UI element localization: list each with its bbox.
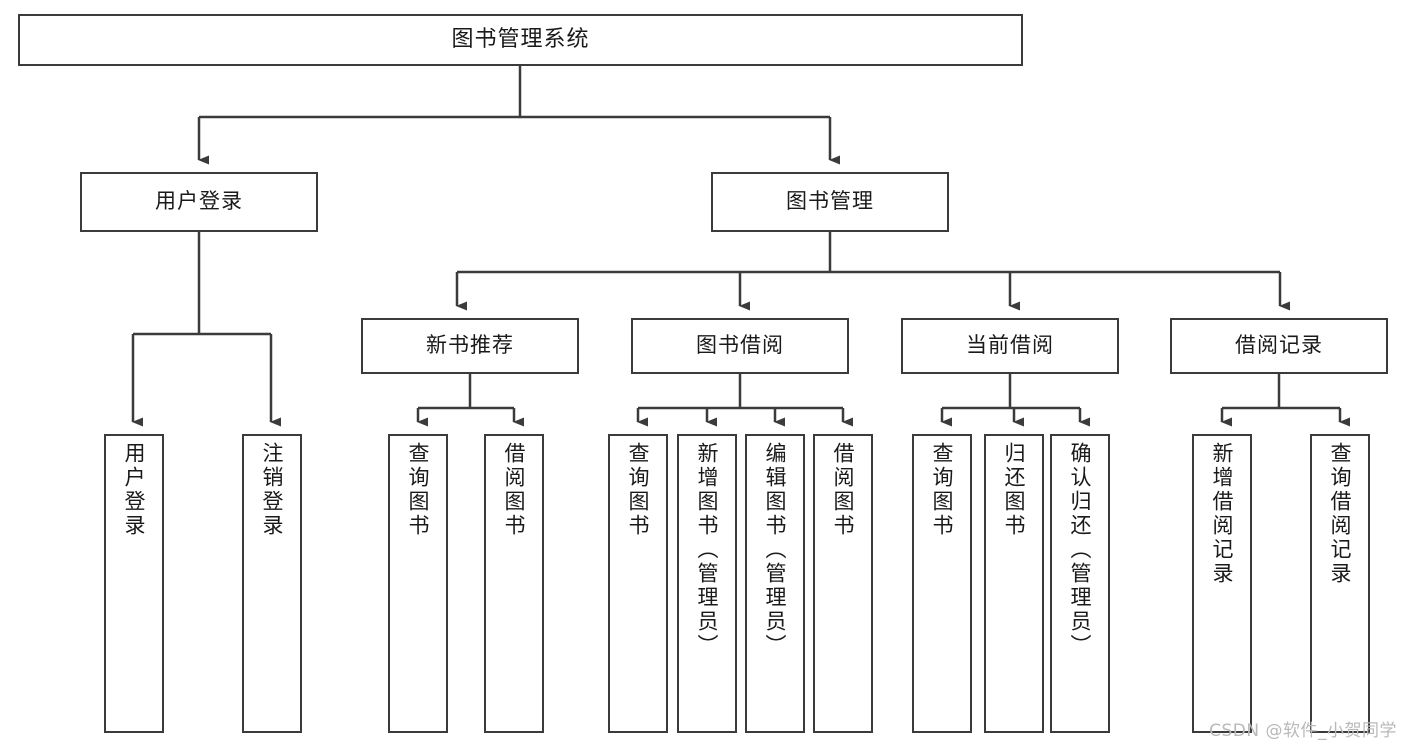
node-leaf-user-logout-label: 注销登录 (260, 442, 285, 538)
node-user-login[interactable]: 用户登录 (80, 172, 318, 232)
node-leaf-query-book-3-label: 查询图书 (930, 442, 955, 538)
node-leaf-user-logout[interactable]: 注销登录 (242, 434, 302, 733)
node-book-manage-label: 图书管理 (786, 189, 874, 214)
node-leaf-borrow-book-1-label: 借阅图书 (502, 442, 527, 538)
node-leaf-query-book-2[interactable]: 查询图书 (608, 434, 668, 733)
node-leaf-query-book-3[interactable]: 查询图书 (912, 434, 972, 733)
node-book-borrow[interactable]: 图书借阅 (631, 318, 849, 374)
node-leaf-query-record-label: 查询借阅记录 (1328, 442, 1353, 586)
node-leaf-add-record[interactable]: 新增借阅记录 (1192, 434, 1252, 733)
node-leaf-add-book[interactable]: 新增图书（管理员） (677, 434, 737, 733)
node-book-manage[interactable]: 图书管理 (711, 172, 949, 232)
node-leaf-return-book-label: 归还图书 (1002, 442, 1027, 538)
node-leaf-query-record[interactable]: 查询借阅记录 (1310, 434, 1370, 733)
node-root-label: 图书管理系统 (451, 26, 590, 52)
node-book-borrow-label: 图书借阅 (696, 333, 784, 358)
node-leaf-query-book-1[interactable]: 查询图书 (388, 434, 448, 733)
node-leaf-user-login-label: 用户登录 (122, 442, 147, 538)
node-leaf-confirm-return[interactable]: 确认归还（管理员） (1050, 434, 1110, 733)
node-root[interactable]: 图书管理系统 (18, 14, 1023, 66)
node-new-book-recommend-label: 新书推荐 (426, 333, 514, 358)
node-leaf-query-book-2-label: 查询图书 (626, 442, 651, 538)
node-current-borrow[interactable]: 当前借阅 (901, 318, 1119, 374)
node-leaf-borrow-book-2-label: 借阅图书 (831, 442, 856, 538)
node-leaf-query-book-1-label: 查询图书 (406, 442, 431, 538)
node-leaf-return-book[interactable]: 归还图书 (984, 434, 1044, 733)
node-leaf-borrow-book-1[interactable]: 借阅图书 (484, 434, 544, 733)
node-leaf-borrow-book-2[interactable]: 借阅图书 (813, 434, 873, 733)
node-borrow-record-label: 借阅记录 (1235, 333, 1323, 358)
node-current-borrow-label: 当前借阅 (966, 333, 1054, 358)
node-new-book-recommend[interactable]: 新书推荐 (361, 318, 579, 374)
node-leaf-user-login[interactable]: 用户登录 (104, 434, 164, 733)
watermark-text: CSDN @软件_小贺同学 (1209, 721, 1397, 741)
node-leaf-edit-book[interactable]: 编辑图书（管理员） (745, 434, 805, 733)
node-leaf-add-book-label: 新增图书（管理员） (695, 442, 720, 658)
node-leaf-add-record-label: 新增借阅记录 (1210, 442, 1235, 586)
node-borrow-record[interactable]: 借阅记录 (1170, 318, 1388, 374)
node-leaf-edit-book-label: 编辑图书（管理员） (763, 442, 788, 658)
node-user-login-label: 用户登录 (155, 189, 243, 214)
node-leaf-confirm-return-label: 确认归还（管理员） (1068, 442, 1093, 658)
